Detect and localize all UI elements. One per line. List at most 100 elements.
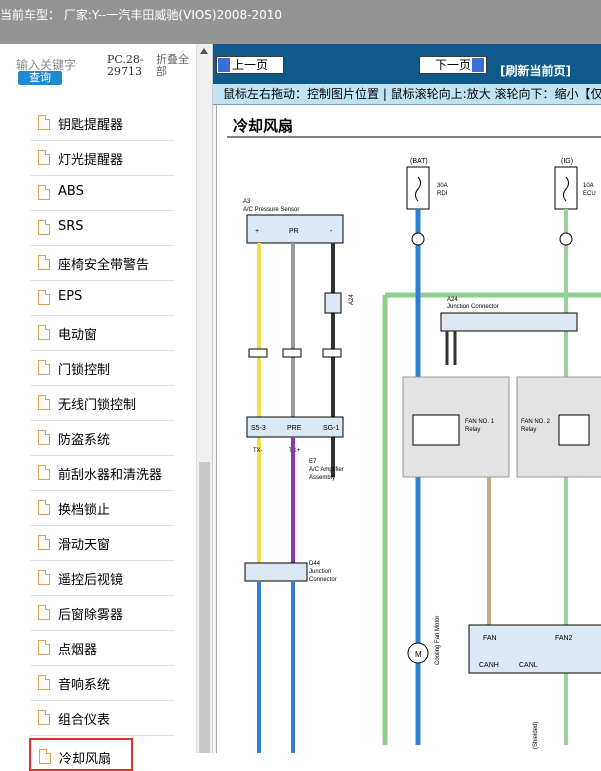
topic-item[interactable]: 钥匙提醒器 [30,106,174,141]
document-icon [38,605,50,620]
document-icon [38,465,50,480]
ig-label: (IG) [561,158,573,165]
topic-item-label: 点烟器 [58,643,98,658]
ecm-pin-fan2: FAN2 [555,635,573,642]
next-page-label: 下一页 [434,58,471,72]
document-icon [38,640,50,655]
ae1-connector-1 [248,348,268,358]
topic-item[interactable]: ABS [30,176,174,211]
a3-pin-minus: - [330,228,333,235]
topic-item[interactable]: 座椅安全带警告 [30,246,174,281]
a3-code: A3 [243,199,251,205]
prev-page-button[interactable]: 上一页 [216,56,284,74]
topic-list: 钥匙提醒器灯光提醒器 ABS SRS 座椅安全带警告 EPS 电动窗门锁控制无线门锁控制防… [29,106,174,771]
e7-name-1: A/C Amplifier [309,467,344,473]
topic-item-label: 音响系统 [58,678,111,693]
topic-item[interactable]: EPS [30,281,174,316]
fuse-ecu [554,166,578,210]
pc-code-line1: PC.28- [107,53,144,66]
topic-item[interactable]: SRS [30,211,174,246]
topic-item[interactable]: 灯光提醒器 [30,141,174,176]
topic-item[interactable]: 冷却风扇 [29,738,133,771]
search-input[interactable]: 输入关键字 [16,58,77,72]
a3-pin-plus: + [255,228,259,235]
ae1-connector-3 [322,348,342,358]
connector-4b-ig [559,232,573,246]
refresh-page-link[interactable]: [刷新当前页] [500,64,571,78]
topic-item[interactable]: 音响系统 [30,666,174,701]
document-icon [39,749,51,764]
e7-pin-s5: S5-3 [251,425,266,432]
fuse-ecu-icon [563,176,569,202]
document-icon [38,115,50,130]
topic-item[interactable]: 后窗除雾器 [30,596,174,631]
a3-pin-pr: PR [289,228,299,235]
diagram-viewer: 上一页 下一页 [刷新当前页] 鼠标左右拖动：控制图片位置 | 鼠标滚轮向上:放… [213,44,601,753]
topic-item-label: 换档锁止 [58,503,111,518]
fuse-rdi-name: RDI [437,191,448,197]
topic-item[interactable]: 门锁控制 [30,351,174,386]
bat-label: (BAT) [410,158,428,165]
motor-letter: M [415,650,422,659]
wiring-diagram[interactable]: 冷却风扇 (BAT) 30A RDI (IG) 10A ECU A3 A/C P… [216,105,601,753]
topic-item[interactable]: 前刮水器和清洗器 [30,456,174,491]
fan-relay-1-coil [412,414,460,446]
e7-pin-tx-minus: TX- [253,448,263,454]
topic-item-label: 滑动天窗 [58,538,111,553]
topic-item-label: 遥控后视镜 [58,573,124,588]
fuse-rdi-rating: 30A [437,183,448,189]
document-icon [38,535,50,550]
topic-item[interactable]: 防盗系统 [30,421,174,456]
topic-item-label: EPS [58,289,83,304]
d44-name-2: Connector [309,577,337,583]
topic-item[interactable]: 组合仪表 [30,701,174,736]
d44-junction-box [244,562,308,582]
ecm-pin-canh: CANH [479,662,499,669]
sidebar-scrollbar[interactable] [196,44,212,753]
usage-hint-text: 鼠标左右拖动：控制图片位置 | 鼠标滚轮向上:放大 滚轮向下：缩小【仅 [223,87,601,101]
collapse-all-link[interactable]: 折叠全 部 [156,54,189,78]
vehicle-title: 当前车型： 厂家:Y--一汽丰田威驰(VIOS)2008-2010 [0,8,283,22]
document-icon [38,500,50,515]
document-icon [38,150,50,165]
ae1-connector-2 [282,348,302,358]
prev-page-label: 上一页 [232,58,269,72]
e7-pin-pre: PRE [287,425,302,432]
document-icon [38,290,50,305]
pc-code: PC.28- 29713 [107,54,144,78]
scrollbar-thumb[interactable] [199,462,210,753]
ecm-pin-fan: FAN [483,635,497,642]
topic-item[interactable]: 电动窗 [30,316,174,351]
scroll-up-arrow-icon[interactable] [200,48,208,54]
topic-item-label: 无线门锁控制 [58,398,137,413]
connector-1-bat [411,232,425,246]
a3-name: A/C Pressure Sensor [243,207,299,213]
a24-junction-box [440,312,578,332]
topic-item-label: 防盗系统 [58,433,111,448]
document-icon [38,360,50,375]
e7-code: E7 [309,459,317,465]
topic-item[interactable]: 滑动天窗 [30,526,174,561]
sidebar: 输入关键字 查询 PC.28- 29713 折叠全 部 钥匙提醒器灯光提醒器 AB… [0,44,213,771]
next-page-button[interactable]: 下一页 [419,56,487,74]
topic-item[interactable]: 无线门锁控制 [30,386,174,421]
document-icon [38,570,50,585]
usage-hint: 鼠标左右拖动：控制图片位置 | 鼠标滚轮向上:放大 滚轮向下：缩小【仅 [213,84,601,105]
document-icon [38,675,50,690]
a24-name: Junction Connector [447,304,499,310]
topic-item[interactable]: 遥控后视镜 [30,561,174,596]
topic-item[interactable]: 点烟器 [30,631,174,666]
query-button[interactable]: 查询 [18,71,62,85]
ecm-box [468,624,601,674]
fan-relay-2-coil [558,414,590,446]
topic-item-label: SRS [58,219,84,234]
topic-item-label: 电动窗 [58,328,98,343]
topic-item[interactable]: 换档锁止 [30,491,174,526]
document-icon [38,220,50,235]
fuse-rdi [406,166,430,210]
fuse-ecu-rating: 10A [583,183,594,189]
fan-relay-2-name: FAN NO. 2 [521,419,551,425]
topic-item-label: 钥匙提醒器 [58,118,124,133]
fan-relay-1-type: Relay [465,427,480,433]
topic-item-label: 灯光提醒器 [58,153,124,168]
